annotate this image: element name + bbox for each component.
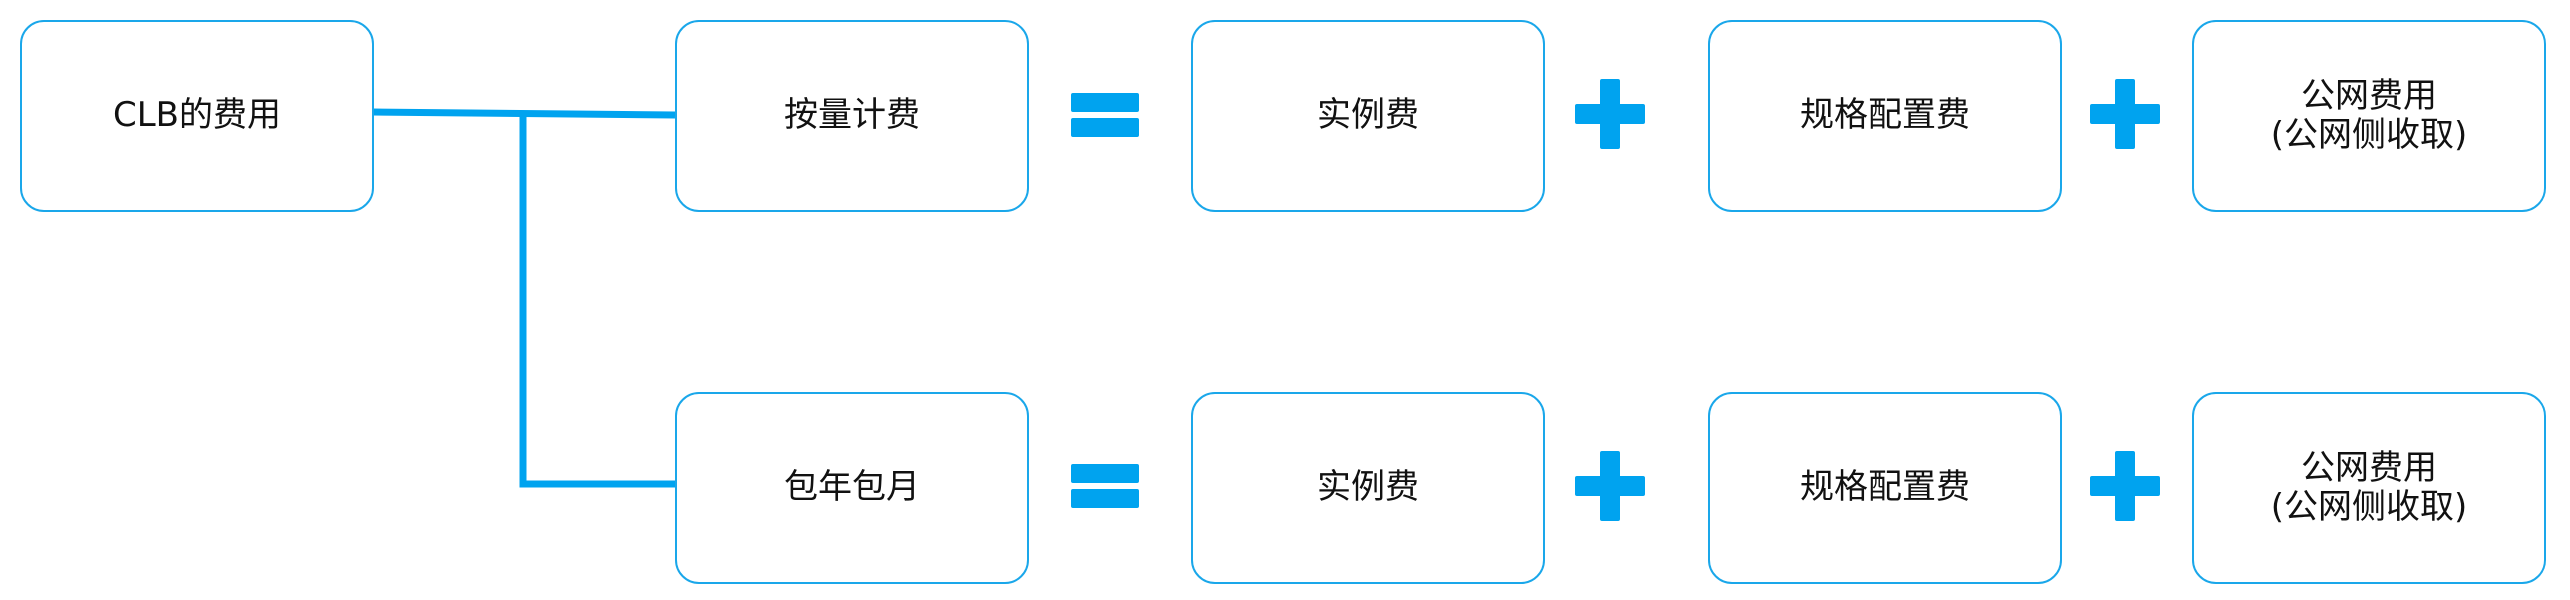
plus-icon bbox=[2090, 79, 2160, 149]
billing-node-monthly: 包年包月 bbox=[675, 392, 1029, 584]
billing-label: 包年包月 bbox=[784, 467, 920, 508]
plus-bar-horizontal bbox=[2090, 104, 2160, 124]
plus-icon bbox=[1575, 79, 1645, 149]
plus-icon bbox=[2090, 451, 2160, 521]
equals-bar-top bbox=[1071, 93, 1139, 112]
equals-icon bbox=[1071, 85, 1139, 145]
network-fee-node: 公网费用 (公网侧收取) bbox=[2192, 20, 2546, 212]
spec-fee-node: 规格配置费 bbox=[1708, 20, 2062, 212]
spec-fee-label: 规格配置费 bbox=[1800, 467, 1970, 508]
connector-branch-to-monthly bbox=[519, 112, 675, 488]
instance-fee-label: 实例费 bbox=[1317, 467, 1419, 508]
spec-fee-label: 规格配置费 bbox=[1800, 95, 1970, 136]
plus-bar-horizontal bbox=[1575, 476, 1645, 496]
instance-fee-label: 实例费 bbox=[1317, 95, 1419, 136]
root-label: CLB的费用 bbox=[112, 95, 281, 136]
instance-fee-node: 实例费 bbox=[1191, 20, 1545, 212]
equals-bar-bottom bbox=[1071, 489, 1139, 508]
plus-bar-horizontal bbox=[2090, 476, 2160, 496]
equals-icon bbox=[1071, 456, 1139, 516]
billing-node-pay-as-you-go: 按量计费 bbox=[675, 20, 1029, 212]
root-node: CLB的费用 bbox=[20, 20, 374, 212]
plus-bar-horizontal bbox=[1575, 104, 1645, 124]
network-fee-node: 公网费用 (公网侧收取) bbox=[2192, 392, 2546, 584]
network-fee-label-line1: 公网费用 bbox=[2301, 75, 2437, 116]
equals-bar-top bbox=[1071, 464, 1139, 483]
instance-fee-node: 实例费 bbox=[1191, 392, 1545, 584]
network-fee-label-line2: (公网侧收取) bbox=[2270, 487, 2468, 527]
spec-fee-node: 规格配置费 bbox=[1708, 392, 2062, 584]
equals-bar-bottom bbox=[1071, 118, 1139, 137]
plus-icon bbox=[1575, 451, 1645, 521]
network-fee-label-line2: (公网侧收取) bbox=[2270, 115, 2468, 155]
network-fee-label-line1: 公网费用 bbox=[2301, 447, 2437, 488]
billing-label: 按量计费 bbox=[784, 95, 920, 136]
